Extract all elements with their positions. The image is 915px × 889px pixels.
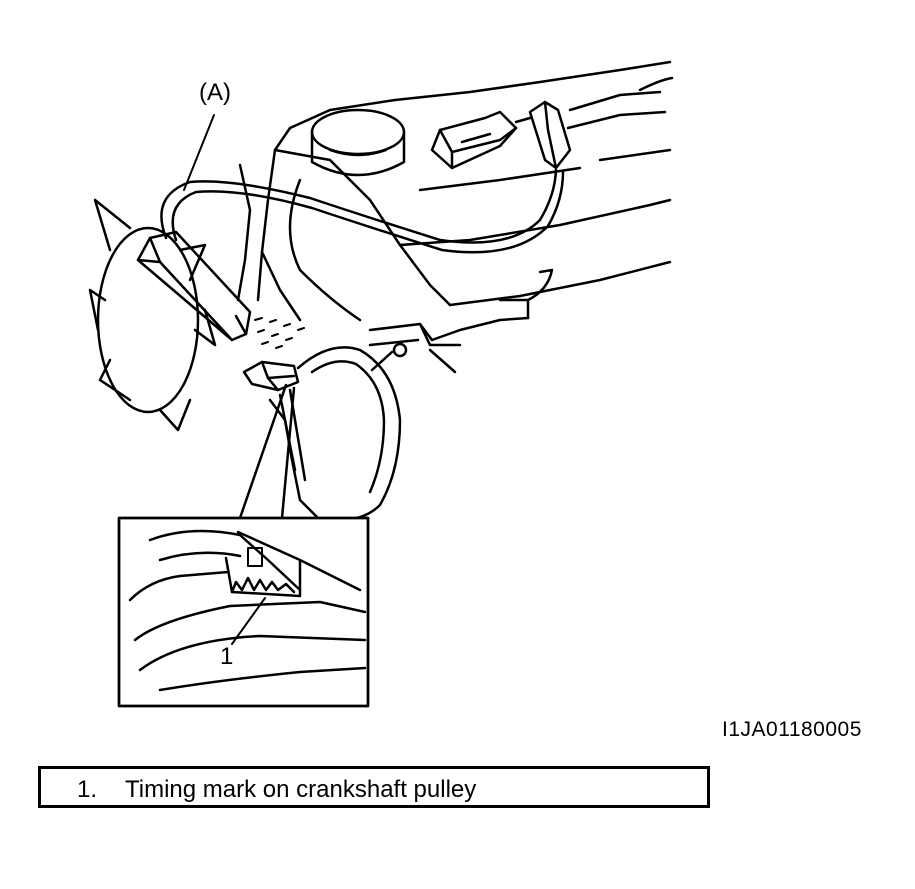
inset-detail <box>117 516 370 708</box>
cooling-fan <box>88 198 217 432</box>
inductive-clamp <box>514 90 667 170</box>
crankshaft-pulley <box>268 346 402 522</box>
filler-cap <box>310 108 406 177</box>
engine-block <box>236 60 674 322</box>
timing-light-cable <box>160 114 565 254</box>
light-beam <box>254 317 305 349</box>
figure-identifier: I1JA01180005 <box>722 718 862 741</box>
plug-connector <box>430 110 518 170</box>
legend-item-text: Timing mark on crankshaft pulley <box>125 776 477 803</box>
hoses <box>368 268 554 374</box>
legend-item-number: 1. <box>77 776 98 803</box>
legend-box: 1. Timing mark on crankshaft pulley <box>38 766 710 808</box>
inset-leader <box>238 383 296 520</box>
callout-a-label: (A) <box>199 79 231 106</box>
callout-1-label: 1 <box>220 643 233 670</box>
timing-pointer <box>242 360 300 392</box>
timing-light-gun <box>136 230 252 342</box>
